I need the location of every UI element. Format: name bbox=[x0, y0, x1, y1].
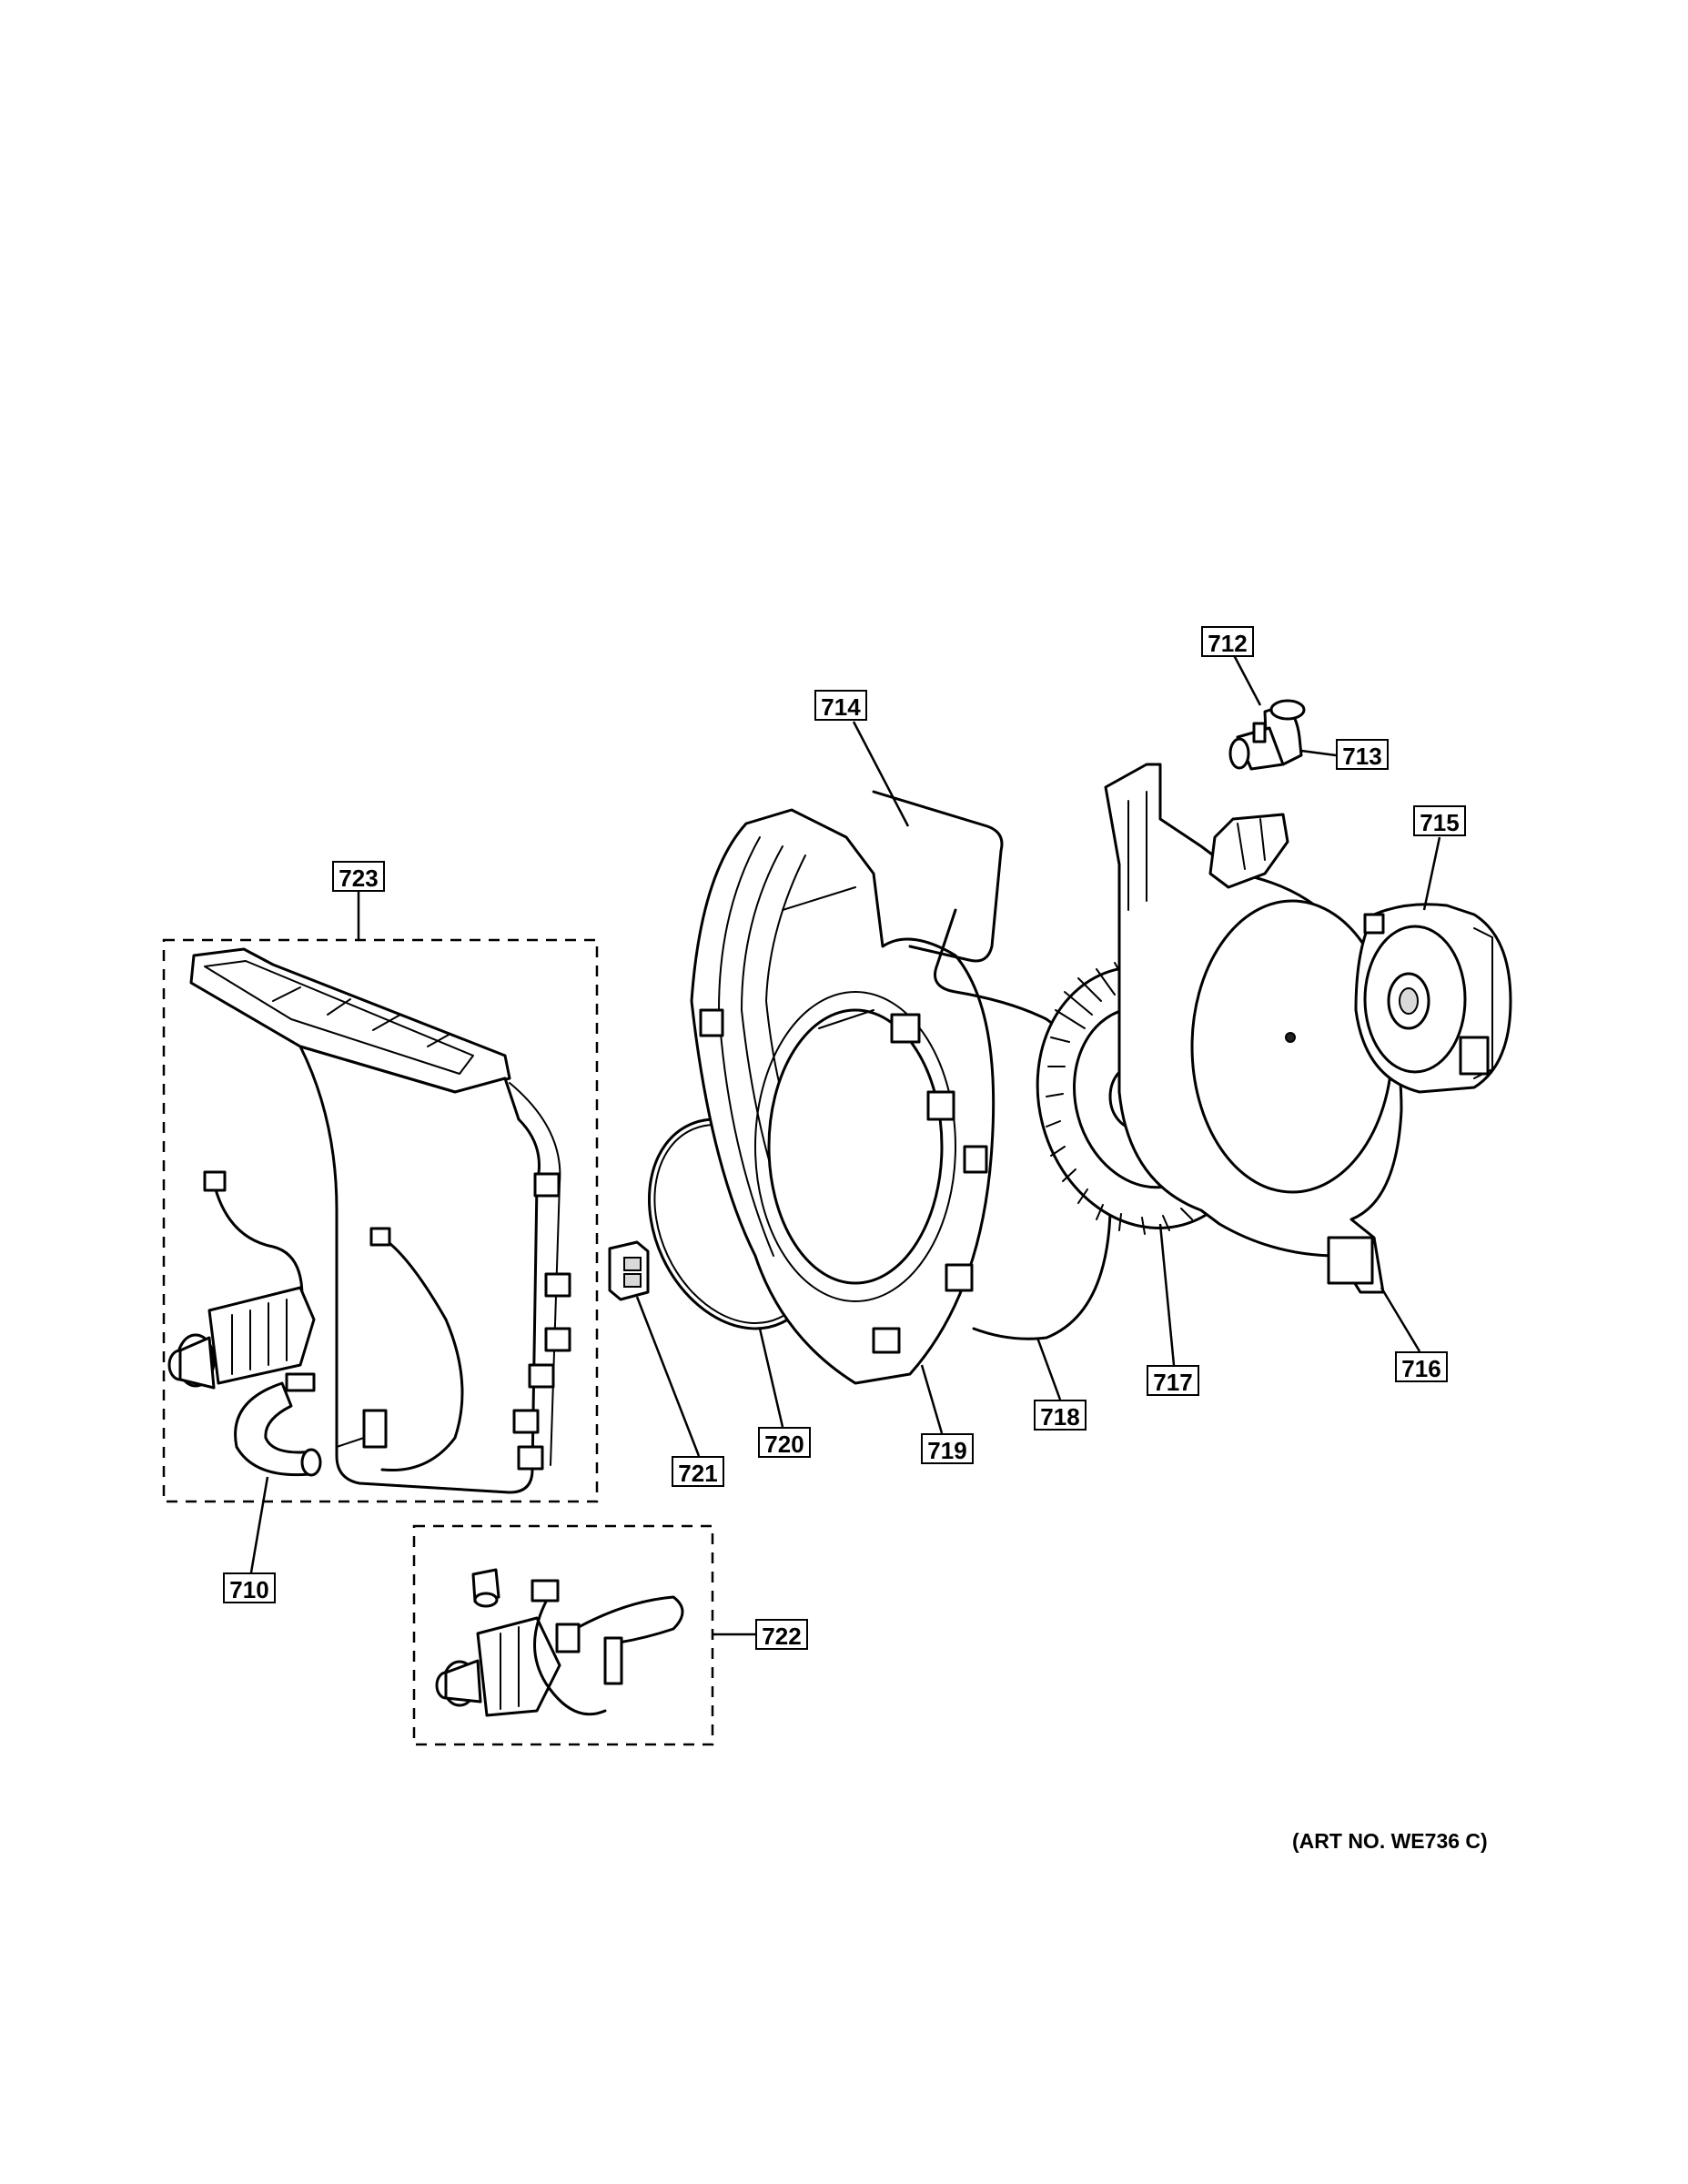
callout-722: 722 bbox=[755, 1619, 808, 1650]
leader-719 bbox=[920, 1364, 944, 1434]
callout-710: 710 bbox=[223, 1572, 276, 1603]
motor-715 bbox=[1354, 903, 1512, 1094]
elbow-fitting-713 bbox=[1228, 699, 1306, 771]
callout-717: 717 bbox=[1147, 1365, 1199, 1396]
block-721 bbox=[608, 1240, 650, 1301]
callout-715: 715 bbox=[1413, 805, 1466, 836]
callout-721: 721 bbox=[672, 1456, 724, 1487]
leader-716 bbox=[1380, 1287, 1421, 1352]
callout-720: 720 bbox=[758, 1427, 811, 1458]
callout-723: 723 bbox=[332, 861, 385, 892]
leader-710 bbox=[249, 1476, 269, 1573]
callout-714: 714 bbox=[814, 690, 867, 721]
leader-713 bbox=[1300, 749, 1337, 757]
leader-718 bbox=[1036, 1337, 1062, 1400]
callout-712: 712 bbox=[1201, 626, 1254, 657]
leader-712 bbox=[1232, 654, 1262, 706]
clamp-712 bbox=[1252, 722, 1267, 743]
art-number: (ART NO. WE736 C) bbox=[1292, 1829, 1488, 1853]
leader-720 bbox=[758, 1328, 784, 1428]
rear-housing-716 bbox=[1104, 763, 1403, 1294]
callout-713: 713 bbox=[1336, 739, 1389, 770]
housing-assembly-723 bbox=[167, 947, 571, 1494]
drain-pump-710 bbox=[167, 1286, 316, 1390]
assembly-723-dashed-box bbox=[162, 938, 599, 1503]
leader-717 bbox=[1158, 1223, 1176, 1366]
leader-721 bbox=[635, 1296, 701, 1457]
pump-kit-722 bbox=[435, 1568, 684, 1717]
callout-718: 718 bbox=[1034, 1400, 1087, 1431]
blower-housing-719 bbox=[690, 808, 996, 1385]
leader-714 bbox=[852, 721, 910, 827]
callout-716: 716 bbox=[1395, 1351, 1448, 1382]
leader-715 bbox=[1422, 836, 1441, 911]
callout-719: 719 bbox=[921, 1433, 974, 1464]
